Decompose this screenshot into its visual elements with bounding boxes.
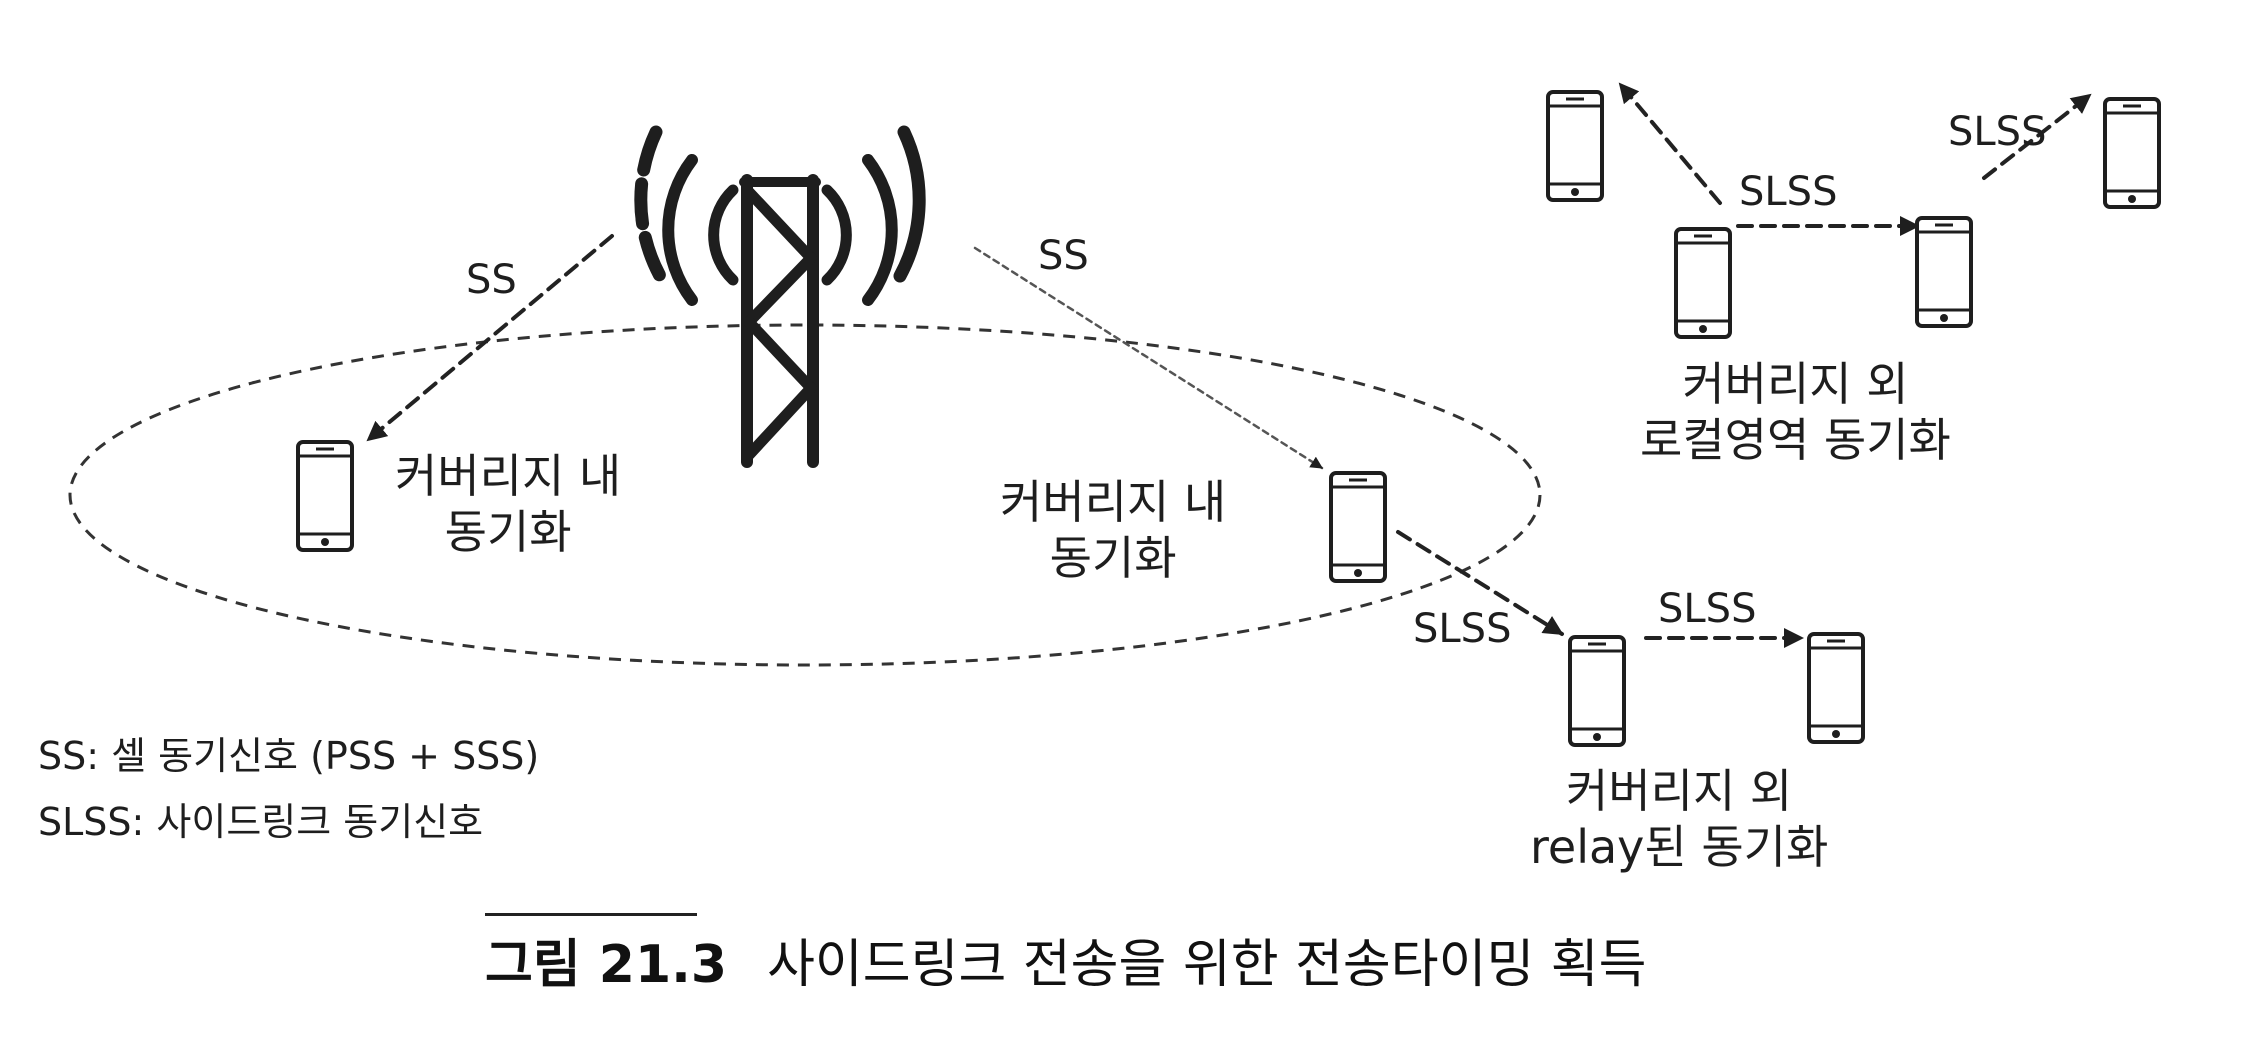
- smartphone-icon: [1915, 216, 1973, 328]
- label-in-coverage-mid: 커버리지 내 동기화: [1000, 475, 1227, 586]
- signal-label-slss: SLSS: [1948, 109, 2047, 155]
- signal-label-slss: SLSS: [1658, 586, 1757, 632]
- arrow-slss-local-upright: [1982, 93, 2092, 180]
- smartphone-icon: [1674, 227, 1732, 339]
- legend-ss: SS: 셀 동기신호 (PSS + SSS): [38, 734, 540, 778]
- signal-label-ss: SS: [466, 257, 517, 303]
- smartphone-icon: [2103, 97, 2161, 209]
- label-out-coverage-local: 커버리지 외 로컬영역 동기화: [1640, 357, 1951, 468]
- caption-number: 그림 21.3: [485, 935, 728, 995]
- caption-rule: [485, 913, 697, 916]
- label-out-coverage-relay: 커버리지 외 relay된 동기화: [1530, 764, 1829, 875]
- smartphone-icon: [296, 440, 354, 552]
- smartphone-icon: [1568, 635, 1626, 747]
- signal-label-slss: SLSS: [1739, 169, 1838, 215]
- smartphone-icon: [1807, 632, 1865, 744]
- arrow-slss-local-up: [1618, 82, 1722, 205]
- arrow-slss-relay1: [1396, 530, 1564, 636]
- signal-label-slss: SLSS: [1413, 606, 1512, 652]
- label-in-coverage-left: 커버리지 내 동기화: [395, 449, 622, 560]
- smartphone-icon: [1329, 471, 1387, 583]
- smartphone-icon: [1546, 90, 1604, 202]
- legend-slss: SLSS: 사이드링크 동기신호: [38, 800, 484, 844]
- cell-tower-icon: [634, 125, 926, 468]
- caption-text: 사이드링크 전송을 위한 전송타이밍 획득: [767, 935, 1647, 995]
- arrow-ss-left: [366, 234, 614, 442]
- signal-label-ss: SS: [1038, 233, 1089, 279]
- arrow-ss-right: [973, 246, 1324, 470]
- coverage-area: [68, 323, 1542, 667]
- figure-caption: 그림 21.3 사이드링크 전송을 위한 전송타이밍 획득: [485, 922, 1647, 997]
